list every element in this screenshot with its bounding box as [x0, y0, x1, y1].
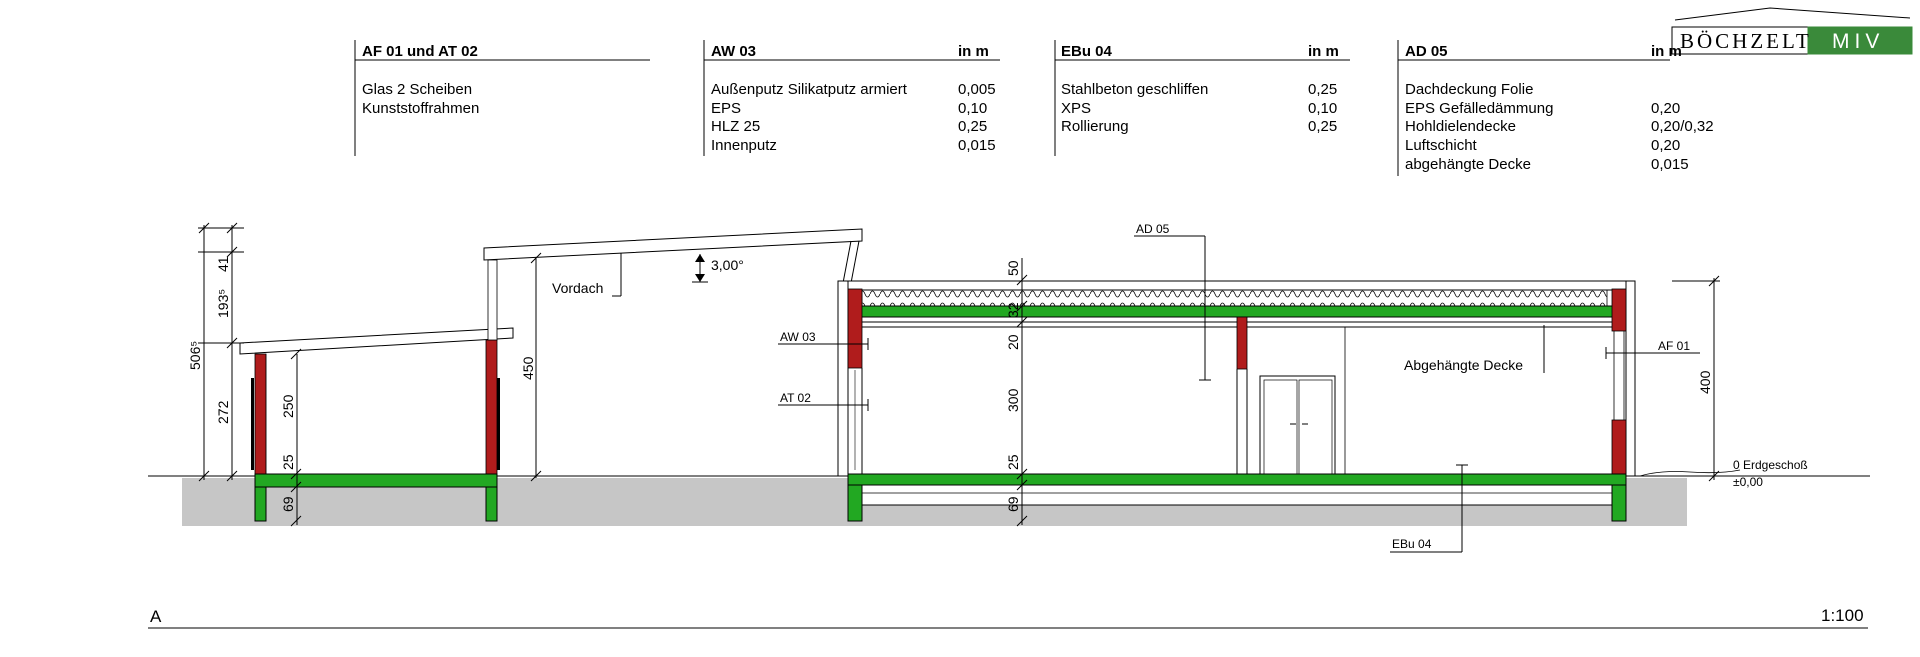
- callout-af01: AF 01: [1658, 339, 1690, 353]
- roof-slab: [847, 305, 1627, 318]
- legend-value: 0,25: [1308, 81, 1337, 98]
- legend-value: 0,015: [1651, 156, 1689, 173]
- level-value: ±0,00: [1733, 475, 1763, 489]
- dim-193: 193⁵: [215, 289, 231, 318]
- legend-value: 0,20: [1651, 100, 1680, 117]
- legend-af01-at02: AF 01 und AT 02 Glas 2 Scheiben Kunststo…: [354, 40, 650, 156]
- legend-row: Außenputz Silikatputz armiert: [711, 81, 908, 98]
- legend-value: 0,25: [958, 118, 987, 135]
- wall-right-top: [1611, 288, 1627, 332]
- legend-row: HLZ 25: [711, 118, 760, 135]
- scale-label: 1:100: [1821, 606, 1864, 625]
- dim-450: 450: [520, 356, 536, 380]
- callouts: AD 05 AW 03 AT 02 AF 01 Abgehängte Decke…: [778, 222, 1808, 553]
- legend-row: Stahlbeton geschliffen: [1061, 81, 1208, 98]
- legend-unit: in m: [1308, 43, 1339, 60]
- dim-50: 50: [1005, 260, 1021, 276]
- logo-text-right: MIV: [1832, 30, 1884, 53]
- floor-slab: [847, 473, 1627, 486]
- legend-row: Glas 2 Scheiben: [362, 81, 472, 98]
- sheet-footer: A 1:100: [148, 606, 1868, 629]
- dim-carport-69: 69: [280, 496, 296, 512]
- company-logo: Böchzelt MIV: [1671, 7, 1913, 55]
- dim-272: 272: [215, 400, 231, 424]
- main-building: [837, 280, 1636, 522]
- legend-row: Rollierung: [1061, 118, 1129, 135]
- wall-aw03: [847, 288, 863, 369]
- dim-32: 32: [1005, 302, 1021, 318]
- carport-slab: [254, 473, 498, 488]
- carport: [239, 327, 514, 522]
- legend-code: AF 01 und AT 02: [362, 43, 478, 60]
- legend-row: EPS: [711, 100, 741, 117]
- legend-value: 0,10: [958, 100, 987, 117]
- legend-row: Hohldielendecke: [1405, 118, 1516, 135]
- carport-post-left: [254, 353, 267, 475]
- legend-value: 0,10: [1308, 100, 1337, 117]
- legend-value: 0,005: [958, 81, 996, 98]
- legend-row: abgehängte Decke: [1405, 156, 1531, 173]
- dim-250: 250: [280, 394, 296, 418]
- legend-unit: in m: [1651, 43, 1682, 60]
- double-door: [1259, 375, 1336, 475]
- legend-value: 0,20: [1651, 137, 1680, 154]
- legend-row: Luftschicht: [1405, 137, 1478, 154]
- canopy-label: Vordach: [552, 280, 603, 296]
- canopy-roof: [483, 228, 863, 261]
- legend-code: EBu 04: [1061, 43, 1113, 60]
- dim-main-69: 69: [1005, 496, 1021, 512]
- callout-aw03: AW 03: [780, 330, 816, 344]
- dim-20: 20: [1005, 334, 1021, 350]
- dim-400: 400: [1697, 370, 1713, 394]
- level-name: 0 Erdgeschoß: [1733, 458, 1808, 472]
- legend-row: Kunststoffrahmen: [362, 100, 479, 117]
- legend-row: XPS: [1061, 100, 1091, 117]
- dim-506: 506⁵: [187, 341, 203, 370]
- legend-unit: in m: [958, 43, 989, 60]
- dim-41: 41: [215, 256, 231, 272]
- section-label: A: [150, 607, 162, 626]
- legend-code: AW 03: [711, 43, 756, 60]
- canopy-angle-label: 3,00°: [711, 257, 744, 273]
- legend-value: 0,20/0,32: [1651, 118, 1714, 135]
- interior-wall: [1236, 316, 1248, 370]
- carport-roof: [239, 327, 514, 355]
- legend-value: 0,25: [1308, 118, 1337, 135]
- roof-insulation: [861, 289, 1608, 307]
- dimension-lines: 41 193⁵ 506⁵ 272 250 25 69 450 50 32 20 …: [187, 222, 1720, 527]
- legend-ad05: AD 05 in m Dachdeckung Folie EPS Gefälle…: [1397, 40, 1714, 176]
- legend-row: Innenputz: [711, 137, 777, 154]
- callout-abgehaengte-decke: Abgehängte Decke: [1404, 357, 1523, 373]
- dim-main-25: 25: [1005, 454, 1021, 470]
- legend-value: 0,015: [958, 137, 996, 154]
- dim-carport-25: 25: [280, 454, 296, 470]
- callout-at02: AT 02: [780, 391, 811, 405]
- carport-post-right: [485, 339, 498, 475]
- legend-row: Dachdeckung Folie: [1405, 81, 1533, 98]
- callout-ebu04: EBu 04: [1392, 537, 1432, 551]
- legend-code: AD 05: [1405, 43, 1448, 60]
- callout-ad05: AD 05: [1136, 222, 1170, 236]
- canopy: 3,00° Vordach: [483, 228, 863, 341]
- legend-aw03: AW 03 in m Außenputz Silikatputz armiert…: [703, 40, 1000, 156]
- legend-ebu04: EBu 04 in m Stahlbeton geschliffen 0,25 …: [1054, 40, 1350, 156]
- wall-right-bottom: [1611, 419, 1627, 477]
- material-legend: AF 01 und AT 02 Glas 2 Scheiben Kunststo…: [354, 40, 1714, 176]
- dim-300: 300: [1005, 388, 1021, 412]
- legend-row: EPS Gefälledämmung: [1405, 100, 1553, 117]
- logo-text-left: Böchzelt: [1680, 29, 1812, 53]
